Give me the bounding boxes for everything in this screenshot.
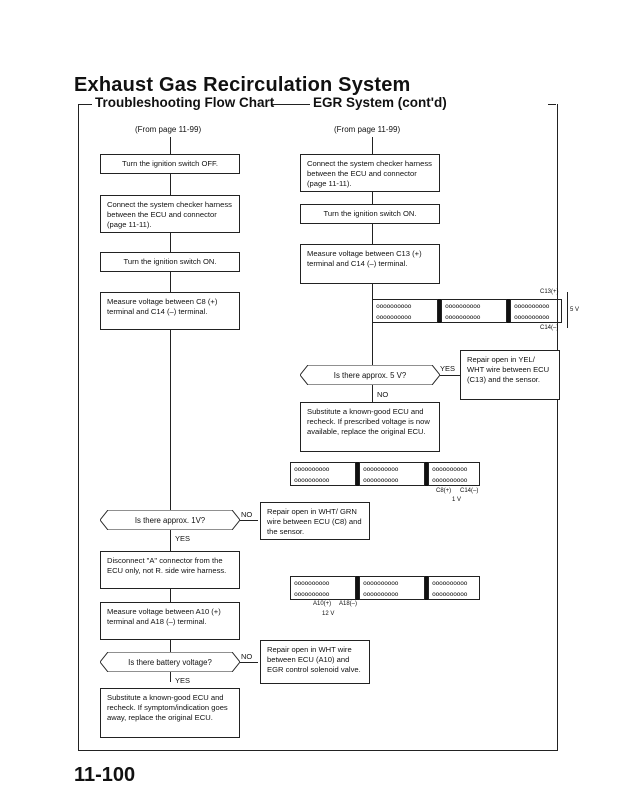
left-step-ignition-off: Turn the ignition switch OFF. bbox=[100, 154, 240, 174]
c-top-meter-line bbox=[567, 292, 568, 328]
left-step-ignition-on: Turn the ignition switch ON. bbox=[100, 252, 240, 272]
left-yes-label-2: YES bbox=[174, 676, 192, 685]
page-title: Exhaust Gas Recirculation System bbox=[74, 74, 411, 96]
right-no-label: NO bbox=[376, 390, 390, 399]
left-step-measure-a10: Measure voltage between A10 (+) terminal… bbox=[100, 602, 240, 640]
right-step-substitute-ecu: Substitute a known-good ECU and recheck.… bbox=[300, 402, 440, 452]
left-no-line-1 bbox=[240, 520, 258, 521]
right-decision-5v-text: Is there approx. 5 V? bbox=[333, 370, 407, 380]
left-step-measure-c8: Measure voltage between C8 (+) terminal … bbox=[100, 292, 240, 330]
from-page-left: (From page 11-99) bbox=[135, 125, 202, 134]
right-decision-5v: Is there approx. 5 V? bbox=[300, 365, 440, 385]
left-repair-wht-grn: Repair open in WHT/ GRN wire between ECU… bbox=[260, 502, 370, 540]
c-top-voltage: 5 V bbox=[570, 307, 580, 313]
a-voltage: 12 V bbox=[322, 611, 335, 617]
chart-frame bbox=[78, 104, 558, 751]
pin-c14-mid-label: C14(–) bbox=[460, 488, 479, 494]
pin-c13-label: C13(+) bbox=[540, 289, 559, 295]
left-no-label-2: NO bbox=[240, 652, 254, 661]
left-decision-battery: Is there battery voltage? bbox=[100, 652, 240, 672]
left-step-disconnect-a: Disconnect "A" connector from the ECU on… bbox=[100, 551, 240, 589]
right-step-measure-c13: Measure voltage between C13 (+) terminal… bbox=[300, 244, 440, 284]
left-decision-battery-text: Is there battery voltage? bbox=[128, 657, 212, 667]
header-rule-mid bbox=[272, 104, 310, 105]
section-heading-right: EGR System (cont'd) bbox=[310, 95, 450, 110]
c-mid-voltage: 1 V bbox=[452, 497, 462, 503]
header-rule-left bbox=[78, 104, 92, 105]
left-yes-label-1: YES bbox=[174, 534, 192, 543]
header-rule-right bbox=[548, 104, 556, 105]
pin-a10-label: A10(+) bbox=[313, 601, 332, 607]
page-number: 11-100 bbox=[74, 764, 136, 786]
left-no-label-1: NO bbox=[240, 510, 254, 519]
left-decision-1v: Is there approx. 1V? bbox=[100, 510, 240, 530]
pin-c8-label: C8(+) bbox=[436, 488, 452, 494]
pin-a18-label: A18(–) bbox=[339, 601, 358, 607]
left-repair-wht: Repair open in WHT wire between ECU (A10… bbox=[260, 640, 370, 684]
right-yes-line bbox=[440, 375, 460, 376]
left-decision-1v-text: Is there approx. 1V? bbox=[134, 515, 206, 525]
left-step-connect-checker: Connect the system checker harness betwe… bbox=[100, 195, 240, 233]
right-yes-label: YES bbox=[439, 364, 457, 373]
right-repair-yel-wht: Repair open in YEL/ WHT wire between ECU… bbox=[460, 350, 560, 400]
left-step-substitute-ecu: Substitute a known-good ECU and recheck.… bbox=[100, 688, 240, 738]
right-step-connect-checker: Connect the system checker harness betwe… bbox=[300, 154, 440, 192]
pin-c14-label: C14(–) bbox=[540, 325, 559, 331]
section-heading-left: Troubleshooting Flow Chart bbox=[92, 95, 278, 110]
flow-line-left bbox=[170, 137, 171, 682]
left-no-line-2 bbox=[240, 662, 258, 663]
from-page-right: (From page 11-99) bbox=[334, 125, 401, 134]
right-step-ignition-on: Turn the ignition switch ON. bbox=[300, 204, 440, 224]
